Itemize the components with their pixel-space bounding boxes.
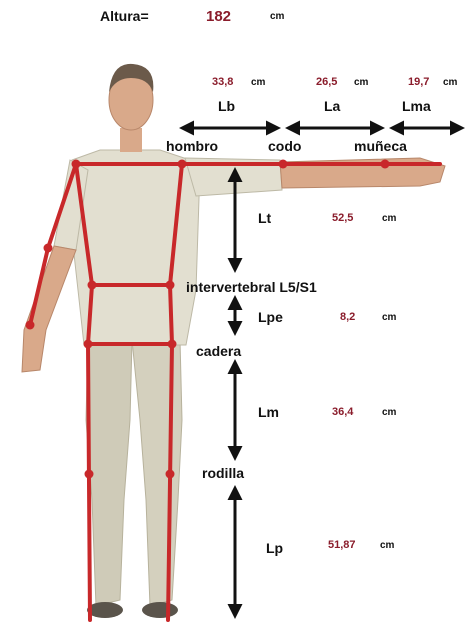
lma-unit: cm [443,77,457,88]
lb-label: Lb [218,98,235,114]
joint-hip-left [84,340,93,349]
lt-value: 52,5 [332,212,353,224]
lpe-unit: cm [382,312,396,323]
neck [120,128,142,152]
height-value: 182 [206,8,231,25]
joint-label-codo: codo [268,138,301,154]
lpe-label: Lpe [258,309,283,325]
lp-value: 51,87 [328,539,356,551]
joint-knee-right [166,470,175,479]
right-leg [132,340,182,606]
joint-elbow [279,160,288,169]
joint-hip-right [168,340,177,349]
joint-shoulder-left [72,160,81,169]
right-shoe [142,602,178,618]
lt-label: Lt [258,210,271,226]
la-value: 26,5 [316,76,337,88]
lm-unit: cm [382,407,396,418]
lpe-value: 8,2 [340,311,355,323]
height-label: Altura= [100,8,149,24]
lm-label: Lm [258,404,279,420]
joint-shoulder-right [178,160,187,169]
lb-unit: cm [251,77,265,88]
joint-elbow-left [44,244,53,253]
lt-unit: cm [382,213,396,224]
lm-value: 36,4 [332,406,353,418]
joint-label-hombro: hombro [166,138,218,154]
la-label: La [324,98,340,114]
joint-label-rodilla: rodilla [202,465,244,481]
left-leg-bone [88,344,90,620]
joint-knee-left [85,470,94,479]
joint-wrist-left [26,321,35,330]
lma-label: Lma [402,98,431,114]
joint-label-muneca: muñeca [354,138,407,154]
measure-arrows [182,128,462,616]
joint-l5s1-left [88,281,97,290]
height-unit: cm [270,11,284,22]
la-unit: cm [354,77,368,88]
left-forearm [22,246,76,372]
lb-value: 33,8 [212,76,233,88]
lp-label: Lp [266,540,283,556]
left-shoe [87,602,123,618]
joint-l5s1-right [166,281,175,290]
joint-label-cadera: cadera [196,343,241,359]
joint-wrist [381,160,390,169]
lp-unit: cm [380,540,394,551]
joint-label-l5s1: intervertebral L5/S1 [186,279,317,295]
pelvis-right [170,285,172,344]
lma-value: 19,7 [408,76,429,88]
